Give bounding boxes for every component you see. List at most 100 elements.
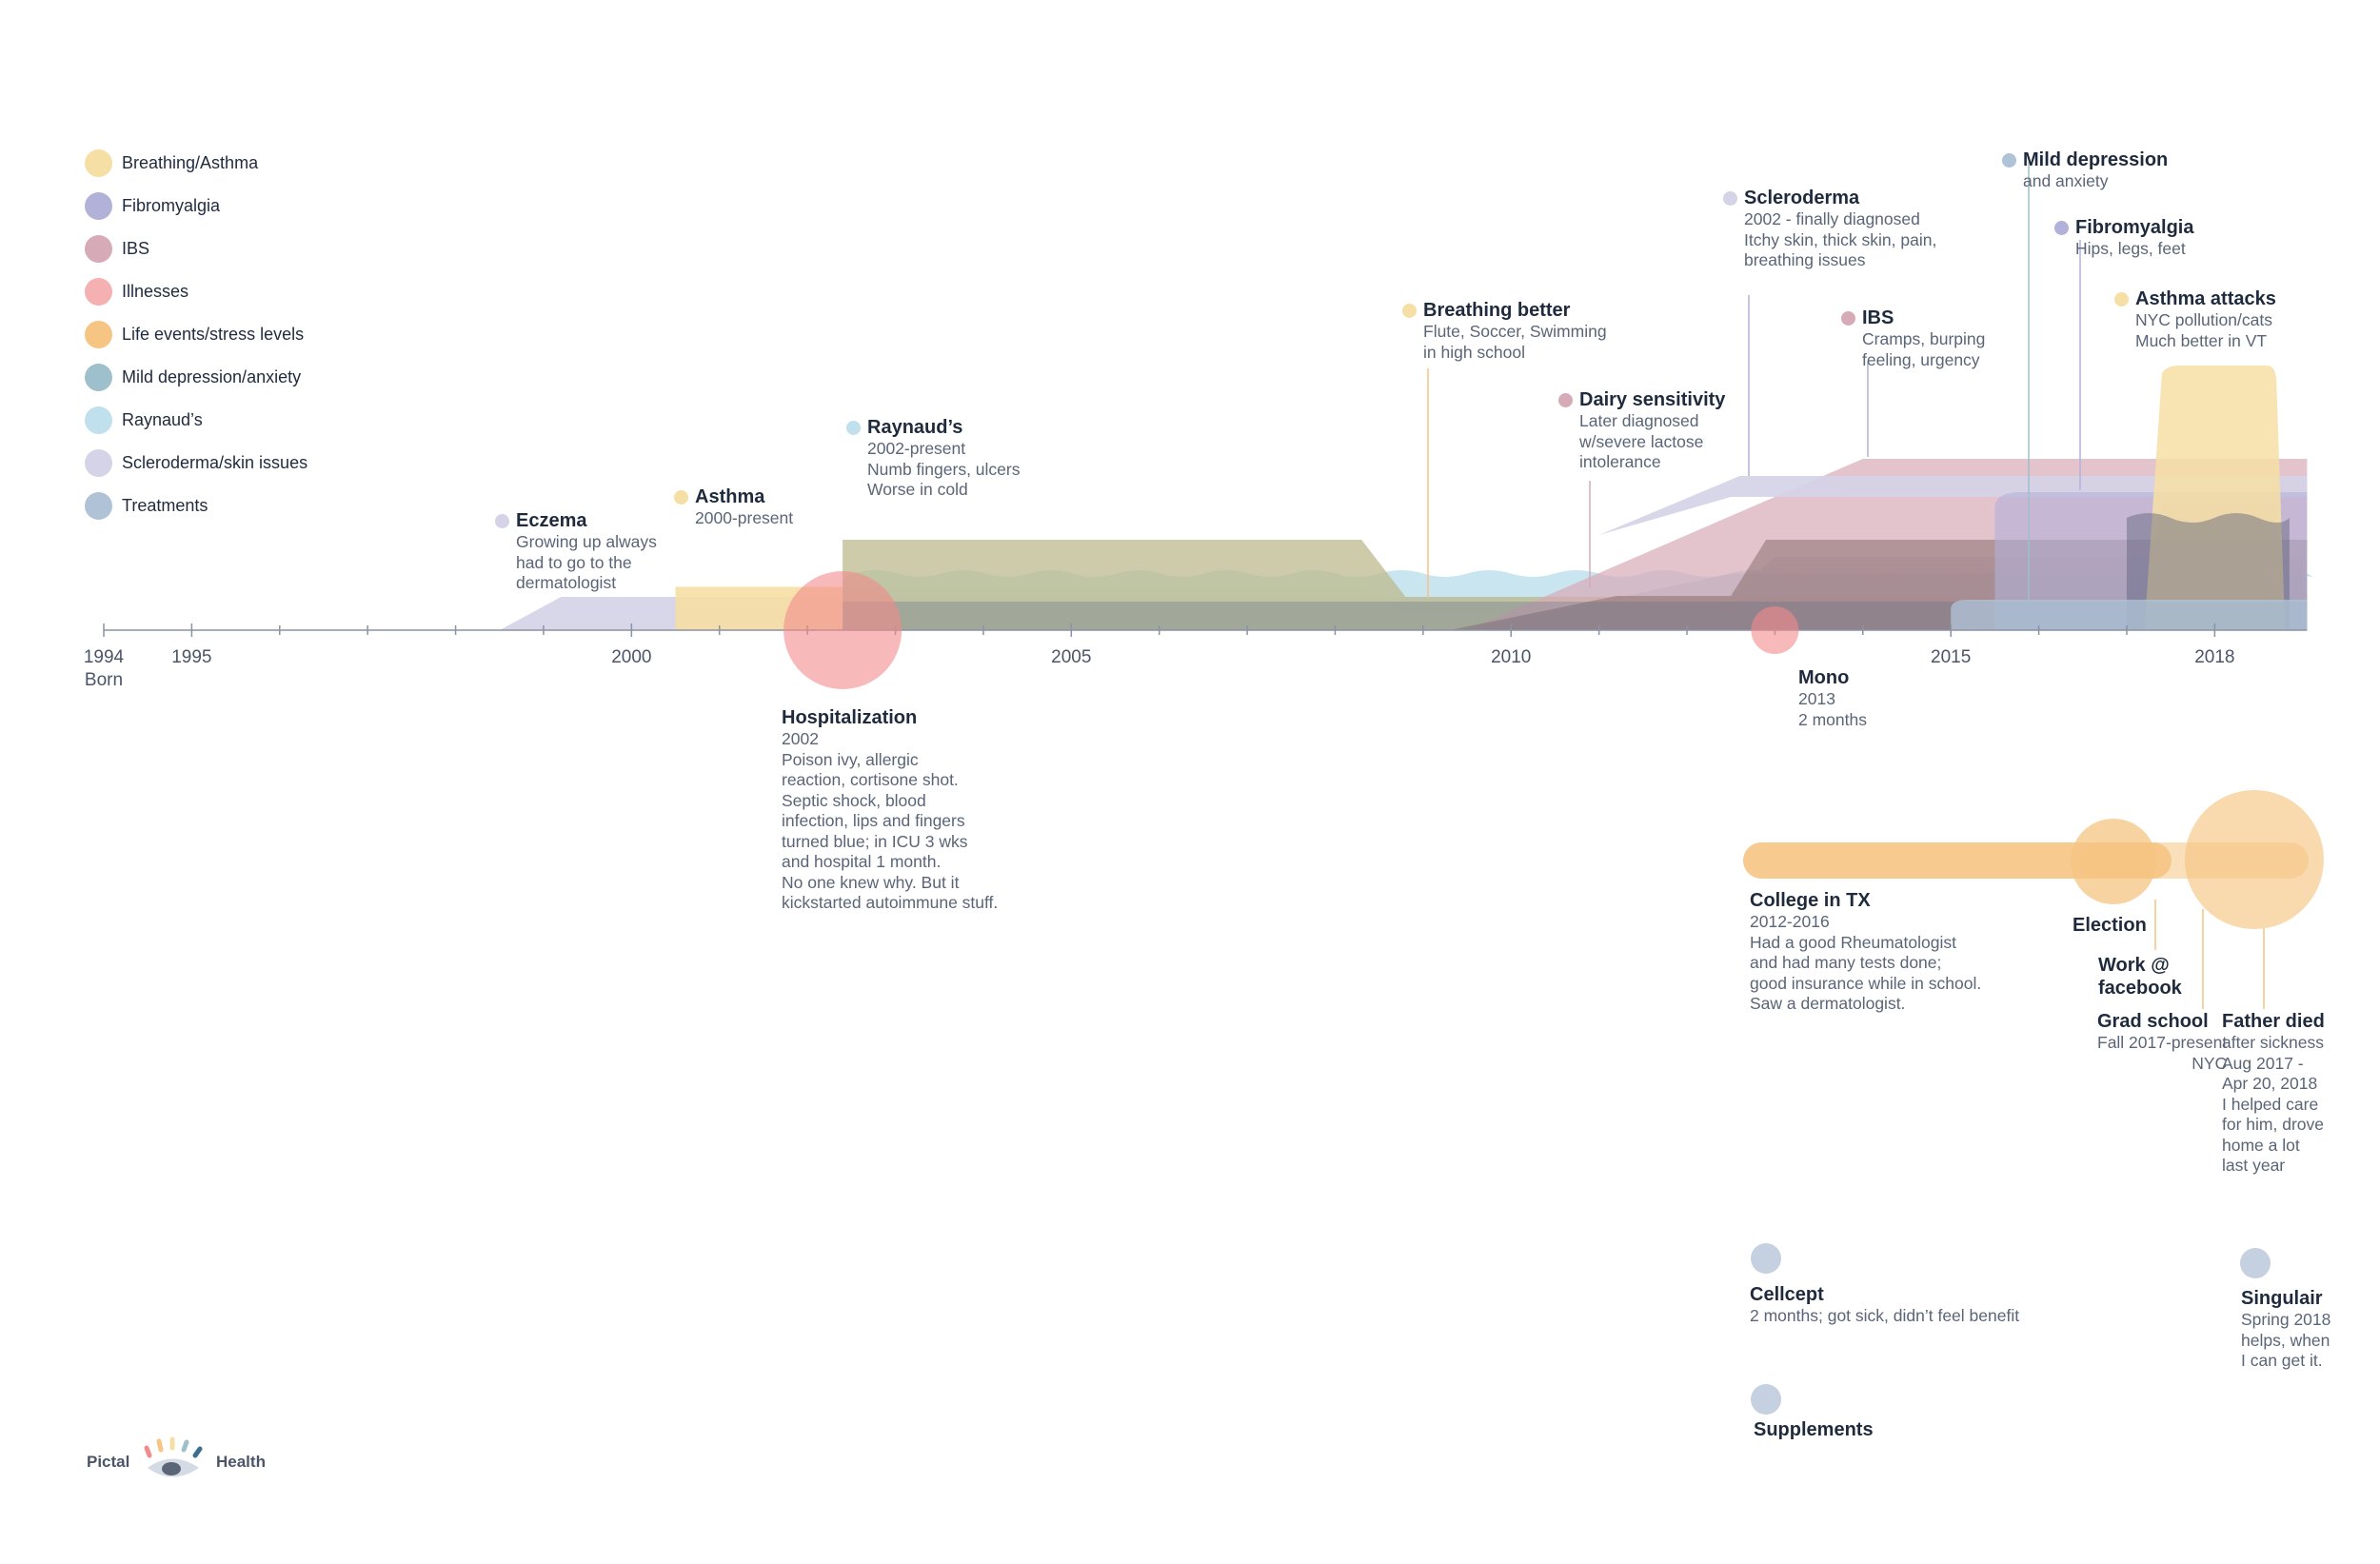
tick-label-1995: 1995 bbox=[171, 647, 212, 667]
legend-label: Illnesses bbox=[122, 281, 189, 301]
legend-item-life-events-stress-levels: Life events/stress levels bbox=[85, 319, 304, 349]
legend-swatch bbox=[85, 191, 112, 220]
annotation-line: w/severe lactose bbox=[1579, 431, 1704, 451]
legend-swatch bbox=[85, 363, 112, 391]
annotation-line: dermatologist bbox=[516, 573, 617, 592]
legend-swatch bbox=[85, 234, 112, 263]
legend-label: Fibromyalgia bbox=[122, 195, 221, 215]
annotation-line: 2 months; got sick, didn’t feel benefit bbox=[1750, 1306, 2020, 1325]
legend-label: Mild depression/anxiety bbox=[122, 366, 302, 386]
annotation-line: good insurance while in school. bbox=[1750, 973, 1982, 993]
illness-mono bbox=[1751, 606, 1799, 654]
annotation-line: I can get it. bbox=[2241, 1351, 2323, 1370]
legend-item-raynaud-s: Raynaud’s bbox=[85, 405, 203, 435]
annotation-title: Dairy sensitivity bbox=[1579, 389, 1726, 410]
annotation-line: helps, when bbox=[2241, 1330, 2330, 1350]
annotation-dot bbox=[2002, 153, 2016, 168]
annotation-line: infection, lips and fingers bbox=[782, 811, 965, 830]
annotation-title: Father died bbox=[2222, 1011, 2325, 1032]
annotation-line: 2012-2016 bbox=[1750, 912, 1830, 931]
annotation-line: 2013 bbox=[1798, 689, 1835, 708]
annotation-title: Hospitalization bbox=[782, 707, 918, 728]
legend-label: Scleroderma/skin issues bbox=[122, 452, 308, 472]
annotation-line: 2000-present bbox=[695, 508, 794, 527]
tick-label-2015: 2015 bbox=[1931, 647, 1972, 667]
legend-swatch bbox=[85, 491, 112, 520]
annotation-line: kickstarted autoimmune stuff. bbox=[782, 893, 999, 912]
legend-label: Treatments bbox=[122, 495, 208, 515]
annotation-line: Cramps, burping bbox=[1862, 329, 1986, 348]
annotation-line: I helped care bbox=[2222, 1094, 2319, 1114]
annotation-line: facebook bbox=[2098, 978, 2182, 999]
annotation-dot bbox=[2114, 292, 2129, 307]
legend-item-ibs: IBS bbox=[85, 233, 149, 264]
annotation-line: had to go to the bbox=[516, 552, 632, 572]
life-event-college bbox=[1743, 842, 2172, 879]
annotation-title: Raynaud’s bbox=[867, 417, 963, 438]
logo-text-left: Pictal bbox=[87, 1453, 130, 1471]
tick-label-2000: 2000 bbox=[611, 647, 652, 667]
annotation-line: feeling, urgency bbox=[1862, 349, 1980, 369]
annotation-line: and had many tests done; bbox=[1750, 953, 1942, 972]
eye-icon bbox=[144, 1436, 203, 1477]
annotation-line: NYC pollution/cats bbox=[2135, 310, 2272, 329]
legend-label: Life events/stress levels bbox=[122, 324, 305, 344]
annotation-line: Apr 20, 2018 bbox=[2222, 1074, 2318, 1093]
tick-label-2018: 2018 bbox=[2194, 647, 2235, 667]
annotation-line: Itchy skin, thick skin, pain, bbox=[1744, 229, 1937, 249]
annotation-line: Flute, Soccer, Swimming bbox=[1423, 322, 1607, 341]
annotation-title: Scleroderma bbox=[1744, 188, 1860, 208]
logo-text-right: Health bbox=[216, 1453, 266, 1471]
annotation-dot bbox=[2054, 221, 2069, 235]
tick-label-2005: 2005 bbox=[1051, 647, 1092, 667]
annotation-title: Grad school bbox=[2097, 1011, 2209, 1032]
annotation-line: Saw a dermatologist. bbox=[1750, 994, 1906, 1013]
legend-item-illnesses: Illnesses bbox=[85, 276, 188, 307]
annotation-title: Supplements bbox=[1754, 1419, 1874, 1440]
annotation-line: Spring 2018 bbox=[2241, 1310, 2331, 1329]
legend-item-fibromyalgia: Fibromyalgia bbox=[85, 190, 220, 221]
annotation-line: Worse in cold bbox=[867, 480, 968, 499]
annotation-line: Growing up always bbox=[516, 532, 657, 551]
annotation-dot bbox=[495, 514, 509, 528]
annotation-dot bbox=[674, 490, 688, 505]
annotation-title: Work @ bbox=[2098, 955, 2170, 976]
annotation-title: Mild depression bbox=[2023, 149, 2169, 170]
annotation-line: intolerance bbox=[1579, 452, 1661, 471]
legend-label: Raynaud’s bbox=[122, 409, 203, 429]
annotation-title: IBS bbox=[1862, 307, 1894, 328]
annotation-line: for him, drove bbox=[2222, 1115, 2324, 1134]
life-event-grad-school bbox=[2080, 842, 2309, 879]
annotation-title: Election bbox=[2073, 915, 2147, 936]
annotation-line: 2002 - finally diagnosed bbox=[1744, 209, 1920, 228]
legend-item-mild-depression-anxiety: Mild depression/anxiety bbox=[85, 362, 301, 392]
annotation-line: Much better in VT bbox=[2135, 330, 2268, 350]
annotation-dot bbox=[1723, 191, 1737, 206]
annotation-line: reaction, cortisone shot. bbox=[782, 770, 959, 789]
band-asthma-attacks bbox=[2144, 366, 2286, 630]
annotation-line: 2002 bbox=[782, 729, 819, 748]
annotation-line: breathing issues bbox=[1744, 250, 1866, 269]
annotation-dot bbox=[846, 421, 861, 435]
legend-swatch bbox=[85, 320, 112, 348]
annotation-line: Had a good Rheumatologist bbox=[1750, 932, 1956, 952]
annotation-title: Fibromyalgia bbox=[2075, 217, 2194, 238]
annotation-line: 2 months bbox=[1798, 709, 1867, 729]
annotation-line: NYC bbox=[2192, 1053, 2228, 1073]
annotation-line: Poison ivy, allergic bbox=[782, 749, 919, 769]
annotation-line: Numb fingers, ulcers bbox=[867, 459, 1021, 479]
treatment-cellcept-dot bbox=[1751, 1243, 1781, 1274]
